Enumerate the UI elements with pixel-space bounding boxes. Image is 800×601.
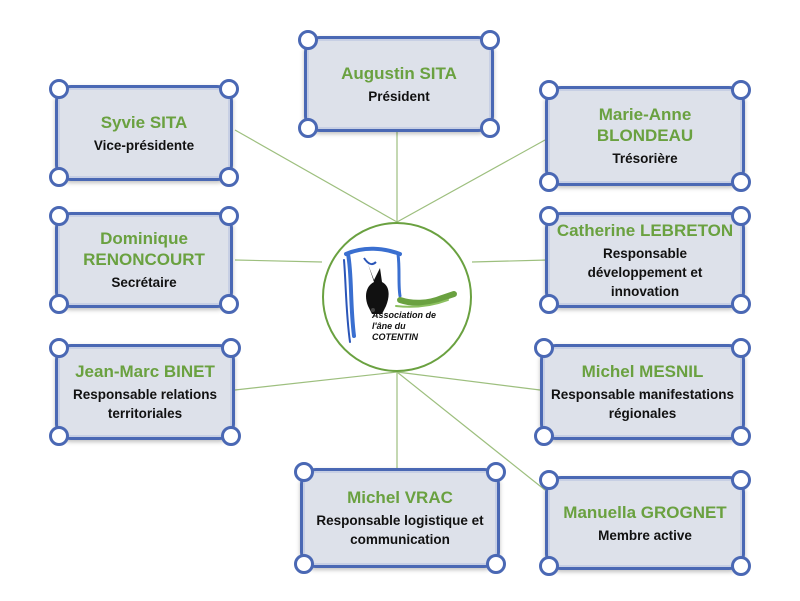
node-vice-president-name: Syvie SITA	[100, 112, 188, 132]
connector-development	[471, 259, 549, 263]
logo-text-line3: COTENTIN	[372, 332, 418, 342]
node-member-name: Manuella GROGNET	[563, 502, 727, 522]
connector-events	[396, 371, 541, 391]
node-logistics-role: Responsable logistique et communication	[316, 513, 484, 547]
node-member: Manuella GROGNET Membre active	[539, 470, 751, 576]
node-events: Michel MESNIL Responsable manifestations…	[534, 338, 751, 446]
node-development-role: Responsable développement et innovation	[587, 245, 703, 299]
node-vice-president-role: Vice-présidente	[93, 137, 195, 153]
node-member-role: Membre active	[598, 527, 692, 543]
node-development-name: Catherine LEBRETON	[556, 220, 734, 240]
node-secretary-name: Dominique RENONCOURT	[83, 229, 205, 269]
association-logo: Association de l'âne du COTENTIN	[322, 222, 472, 372]
node-logistics: Michel VRAC Responsable logistique et co…	[294, 462, 506, 574]
connector-secretary	[234, 259, 323, 263]
node-territorial-name: Jean-Marc BINET	[75, 362, 215, 381]
node-events-role: Responsable manifestations régionales	[550, 387, 735, 421]
connector-member	[396, 371, 546, 491]
node-treasurer: Marie-Anne BLONDEAU Trésorière	[539, 80, 751, 192]
node-logistics-name: Michel VRAC	[347, 488, 453, 507]
node-territorial-role: Responsable relations territoriales	[72, 387, 218, 421]
node-vice-president: Syvie SITA Vice-présidente	[49, 79, 239, 187]
node-secretary-role: Secrétaire	[111, 275, 177, 290]
logo-text-line2: l'âne du	[372, 321, 406, 331]
node-president-name: Augustin SITA	[341, 63, 457, 83]
node-president-role: Président	[368, 88, 430, 104]
connector-vice-president	[234, 129, 398, 223]
node-treasurer-role: Trésorière	[612, 151, 678, 166]
donkey-logo-icon	[343, 246, 457, 343]
logo-text-line1: Association de	[372, 310, 437, 320]
node-treasurer-name: Marie-Anne BLONDEAU	[596, 105, 694, 145]
node-development: Catherine LEBRETON Responsable développe…	[539, 206, 751, 314]
connector-territorial	[234, 371, 398, 391]
connector-treasurer	[396, 139, 546, 223]
node-secretary: Dominique RENONCOURT Secrétaire	[49, 206, 239, 314]
node-president: Augustin SITA Président	[298, 30, 500, 138]
node-events-name: Michel MESNIL	[581, 362, 704, 381]
node-territorial: Jean-Marc BINET Responsable relations te…	[49, 338, 241, 446]
